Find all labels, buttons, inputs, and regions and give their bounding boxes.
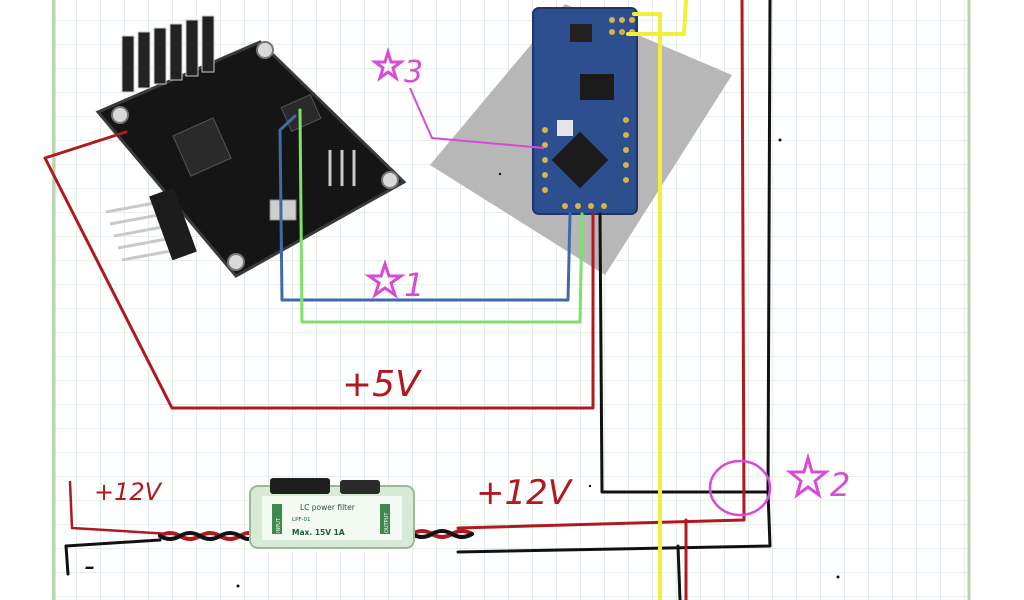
label-plus-5v: +5V (342, 364, 422, 405)
annotation-star-3-pointer (409, 87, 545, 149)
filter-input-text: INPUT (276, 517, 282, 533)
wire-signal-blue (278, 114, 572, 302)
label-plus-12v-left: +12V (94, 478, 163, 506)
wire-video-yellow-main (632, 12, 662, 600)
wire-12v-red (456, 0, 746, 530)
lc-power-filter: LC power filter LPF-01 Max. 15V 1A INPUT… (249, 478, 415, 549)
filter-line2: LPF-01 (292, 517, 311, 523)
label-minus: - (84, 549, 95, 584)
wire-ground-osd (598, 0, 772, 494)
label-plus-12v-right: +12V (476, 473, 574, 513)
wire-video-yellow (626, 0, 688, 36)
filter-line3: Max. 15V 1A (292, 528, 345, 537)
star1-number: 1 (404, 266, 424, 304)
wire-drop-black (676, 544, 682, 600)
annotation-star-1: 1 (364, 259, 424, 304)
input-wire-black (64, 538, 162, 548)
input-wire-red (68, 480, 172, 536)
filter-output-label: OUTPUT (384, 512, 390, 533)
stray-marks (236, 138, 840, 588)
wire-5v-red (43, 130, 595, 410)
osd-board (430, 4, 732, 275)
star2-number: 2 (830, 466, 850, 504)
wire-ground-lower (456, 490, 772, 554)
filter-line1: LC power filter (300, 503, 356, 512)
twisted-pair-right (410, 529, 474, 539)
annotation-star-2: 2 (708, 452, 850, 517)
wire-signal-green (298, 108, 584, 324)
flight-controller-board (95, 15, 407, 278)
input-wire-black-stub (64, 544, 70, 576)
star3-number: 3 (404, 55, 423, 90)
annotation-star-3: 3 (370, 46, 545, 149)
